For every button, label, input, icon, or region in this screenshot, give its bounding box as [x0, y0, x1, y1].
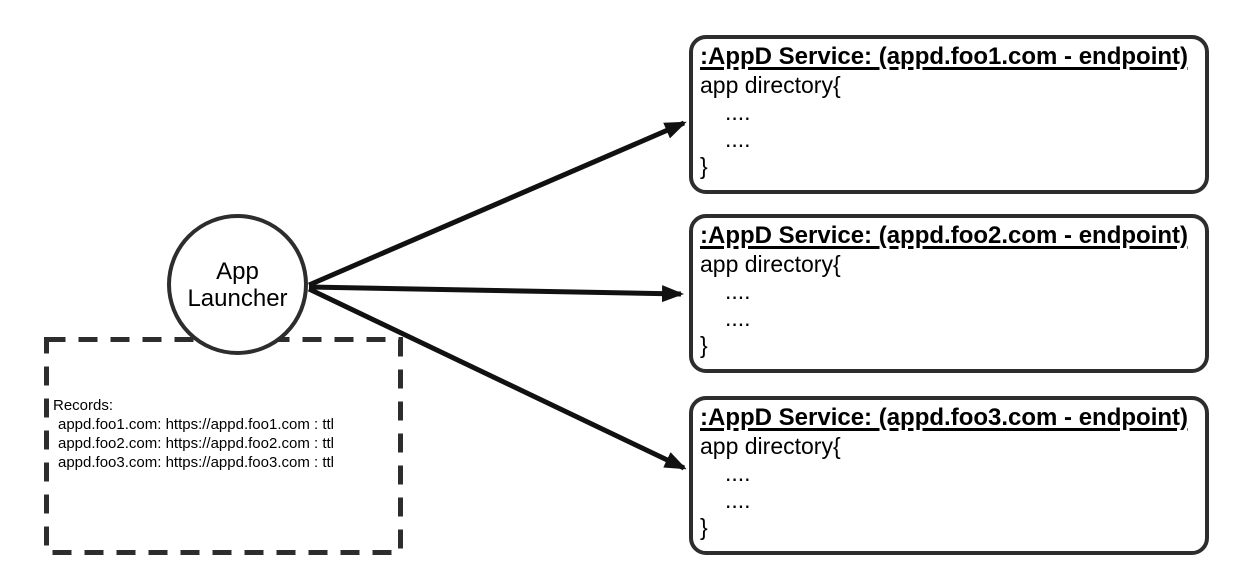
service-body-dots: .... [725, 460, 751, 486]
service-body-dots: .... [725, 487, 751, 513]
service-body-close: } [700, 332, 708, 358]
service-title: :AppD Service: (appd.foo1.com - endpoint… [700, 43, 1189, 70]
record-line-1: appd.foo1.com: https://appd.foo1.com : t… [58, 416, 334, 433]
record-line-3: appd.foo3.com: https://appd.foo3.com : t… [58, 454, 334, 471]
records-box: Records: appd.foo1.com: https://appd.foo… [44, 396, 404, 472]
service-body-open: app directory{ [700, 72, 841, 98]
service-body-dots: .... [725, 99, 751, 125]
service-body-dots: .... [725, 126, 751, 152]
service-body-close: } [700, 514, 708, 540]
app-launcher-label-line2: Launcher [187, 284, 288, 312]
records-title: Records: [53, 397, 114, 414]
service-body-close: } [700, 153, 708, 179]
record-line-2: appd.foo2.com: https://appd.foo2.com : t… [58, 435, 334, 452]
service-box-appd-foo1: :AppD Service: (appd.foo1.com - endpoint… [689, 35, 1209, 194]
service-title: :AppD Service: (appd.foo2.com - endpoint… [700, 222, 1189, 249]
service-body-open: app directory{ [700, 251, 841, 277]
service-box-appd-foo2: :AppD Service: (appd.foo2.com - endpoint… [689, 214, 1209, 373]
app-launcher-node: App Launcher [167, 214, 308, 355]
service-body-dots: .... [725, 305, 751, 331]
service-title: :AppD Service: (appd.foo3.com - endpoint… [700, 404, 1189, 431]
service-body-open: app directory{ [700, 433, 841, 459]
app-launcher-label-line1: App [216, 257, 259, 285]
service-box-appd-foo3: :AppD Service: (appd.foo3.com - endpoint… [689, 396, 1209, 555]
service-body-dots: .... [725, 278, 751, 304]
